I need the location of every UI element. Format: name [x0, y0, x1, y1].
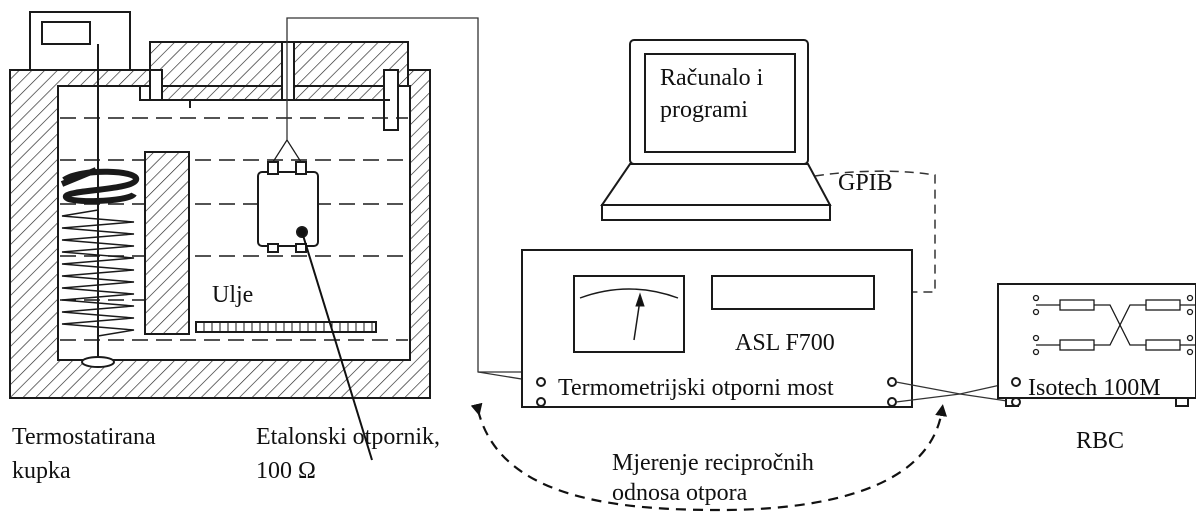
- baffle-plate: [144, 151, 190, 335]
- bath-wall: [9, 69, 431, 399]
- rbc-label: RBC: [1076, 428, 1124, 454]
- bridge-terminal: [536, 397, 546, 407]
- bottom-heater-bar: [195, 321, 377, 333]
- rbc-leads: [895, 381, 1015, 403]
- bath-lid: [149, 41, 409, 87]
- bridge-display: [711, 275, 875, 310]
- computer-screen: [644, 53, 796, 153]
- controller-display: [41, 21, 91, 45]
- rbc-unit: [997, 283, 1196, 407]
- gpib-cable: [814, 170, 936, 293]
- computer-label-line1: Računalo i: [660, 65, 764, 91]
- measurement-label-line2: odnosa otpora: [612, 480, 748, 506]
- measurement-label-line1: Mjerenje recipročnih: [612, 450, 814, 476]
- bridge-meter: [573, 275, 685, 353]
- bath-label-line2: kupka: [12, 458, 71, 484]
- isotech-label: Isotech 100M: [1028, 375, 1161, 401]
- gpib-label: GPIB: [838, 170, 893, 196]
- bridge-terminal: [536, 377, 546, 387]
- computer-label-line2: programi: [660, 97, 748, 123]
- rbc-resistor-network: [1032, 294, 1196, 356]
- resistor-label-line1: Etalonski otpornik,: [256, 424, 440, 450]
- resistance-bridge: [521, 249, 913, 408]
- computer-base: [600, 163, 832, 206]
- cooling-spiral-icon: [61, 209, 135, 337]
- resistor-label-line2: 100 Ω: [256, 458, 316, 484]
- bridge-name-label: Termometrijski otporni most: [558, 375, 834, 401]
- thermostated-bath: [9, 11, 431, 399]
- bridge-terminal: [887, 377, 897, 387]
- standard-resistor: [257, 139, 319, 253]
- oil-label: Ulje: [212, 282, 253, 308]
- bridge-model-label: ASL F700: [735, 330, 835, 356]
- computer: [600, 39, 832, 221]
- stirrer-propeller-icon: [81, 356, 115, 368]
- bath-label-line1: Termostatirana: [12, 424, 156, 450]
- bridge-terminal: [887, 397, 897, 407]
